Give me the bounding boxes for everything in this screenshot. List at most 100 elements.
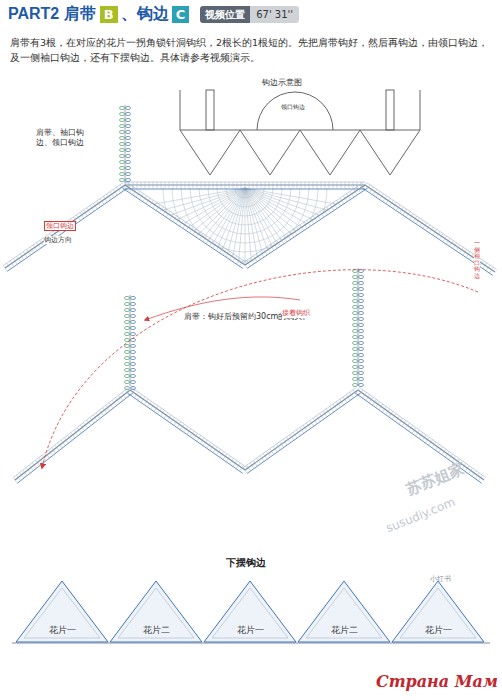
stitch-mark bbox=[77, 215, 81, 221]
edge-band bbox=[5, 185, 125, 268]
stitch-mark bbox=[226, 188, 264, 207]
strap bbox=[126, 106, 131, 109]
stitch-mark bbox=[225, 182, 226, 189]
stitch-mark bbox=[386, 198, 390, 204]
strap bbox=[126, 124, 131, 127]
stitch-mark bbox=[93, 203, 97, 209]
stitch-mark bbox=[486, 265, 490, 271]
stitch-mark bbox=[216, 449, 220, 455]
strap bbox=[125, 386, 130, 389]
stitch-mark bbox=[177, 422, 181, 428]
strap bbox=[131, 362, 136, 365]
stitch-mark bbox=[379, 404, 383, 410]
stitch-mark bbox=[157, 182, 158, 189]
strap bbox=[359, 299, 364, 302]
motif-name: 花片一 bbox=[15, 624, 109, 637]
stitch-mark bbox=[459, 247, 463, 253]
stitch-mark bbox=[353, 182, 354, 189]
stitch-mark bbox=[55, 445, 59, 451]
stitch-mark bbox=[23, 470, 27, 476]
stitch-mark bbox=[87, 208, 91, 214]
stitch-mark bbox=[376, 402, 380, 408]
strap bbox=[120, 142, 125, 145]
stitch-mark bbox=[58, 443, 62, 449]
stitch-mark bbox=[220, 452, 224, 458]
stitch-mark bbox=[245, 188, 367, 232]
stitch-mark bbox=[179, 220, 183, 226]
stitch-mark bbox=[267, 451, 271, 457]
stitch-mark bbox=[172, 188, 318, 261]
strap bbox=[131, 356, 136, 359]
stitch-mark bbox=[97, 201, 101, 207]
stitch-mark bbox=[429, 227, 433, 233]
stitch-mark bbox=[149, 182, 150, 189]
edge-band bbox=[7, 188, 127, 271]
strap bbox=[359, 311, 364, 314]
strap bbox=[131, 350, 136, 353]
stitch-mark bbox=[296, 430, 300, 436]
stitch-mark bbox=[317, 182, 318, 189]
stitch-mark bbox=[245, 188, 320, 294]
stitch-mark bbox=[350, 392, 354, 398]
strap bbox=[359, 275, 364, 278]
stitch-mark bbox=[419, 433, 423, 439]
stitch-mark bbox=[149, 200, 153, 206]
stitch-mark bbox=[93, 415, 97, 421]
section-badge: B bbox=[100, 6, 118, 23]
stitch-mark bbox=[301, 182, 302, 189]
strap bbox=[126, 130, 131, 133]
stitch-mark bbox=[161, 410, 165, 416]
edging-schematic bbox=[180, 90, 420, 175]
strap bbox=[125, 362, 130, 365]
stitch-mark bbox=[213, 243, 217, 249]
stitch-mark bbox=[29, 465, 33, 471]
stitch-mark bbox=[270, 245, 274, 251]
strap bbox=[131, 302, 136, 305]
strap bbox=[353, 299, 358, 302]
stitch-mark bbox=[366, 395, 370, 401]
stitch-mark bbox=[267, 247, 271, 253]
stitch-mark bbox=[185, 182, 186, 189]
stitch-mark bbox=[269, 182, 270, 189]
strap bbox=[120, 148, 125, 151]
stitch-mark bbox=[360, 185, 364, 191]
stitch-mark bbox=[330, 406, 334, 412]
stitch-mark bbox=[265, 182, 266, 189]
stitch-mark bbox=[83, 210, 87, 216]
strap bbox=[353, 281, 358, 284]
stitch-mark bbox=[369, 187, 373, 193]
stitch-mark bbox=[236, 463, 240, 469]
stitch-mark bbox=[115, 398, 119, 404]
stitch-mark bbox=[141, 182, 142, 189]
stitch-mark bbox=[174, 420, 178, 426]
stitch-mark bbox=[167, 415, 171, 421]
stitch-mark bbox=[313, 216, 317, 222]
stitch-mark bbox=[353, 189, 357, 195]
stitch-mark bbox=[122, 393, 126, 399]
edge-band bbox=[15, 390, 130, 480]
stitch-mark bbox=[236, 258, 240, 264]
badge-value: 67' 31'' bbox=[250, 6, 299, 23]
strap bbox=[126, 112, 131, 115]
edge-band bbox=[125, 185, 245, 265]
stitch-mark bbox=[372, 399, 376, 405]
stitch-mark bbox=[190, 188, 300, 243]
title-part: 、钩边 bbox=[121, 4, 169, 24]
stitch-mark bbox=[80, 213, 84, 219]
stitch-mark bbox=[165, 182, 166, 189]
stitch-mark bbox=[177, 182, 178, 189]
strap bbox=[353, 275, 358, 278]
stitch-mark bbox=[479, 261, 483, 267]
stitch-mark bbox=[317, 214, 321, 220]
stitch-mark bbox=[277, 444, 281, 450]
stitch-mark bbox=[109, 403, 113, 409]
stitch-mark bbox=[305, 182, 306, 189]
stitch-mark bbox=[453, 243, 457, 249]
stitch-mark bbox=[217, 182, 218, 189]
stitch-mark bbox=[164, 413, 168, 419]
stitch-mark bbox=[273, 243, 277, 249]
stitch-mark bbox=[306, 423, 310, 429]
triangle-outline bbox=[16, 581, 108, 642]
stitch-mark bbox=[325, 182, 326, 189]
edge-band bbox=[3, 183, 123, 266]
